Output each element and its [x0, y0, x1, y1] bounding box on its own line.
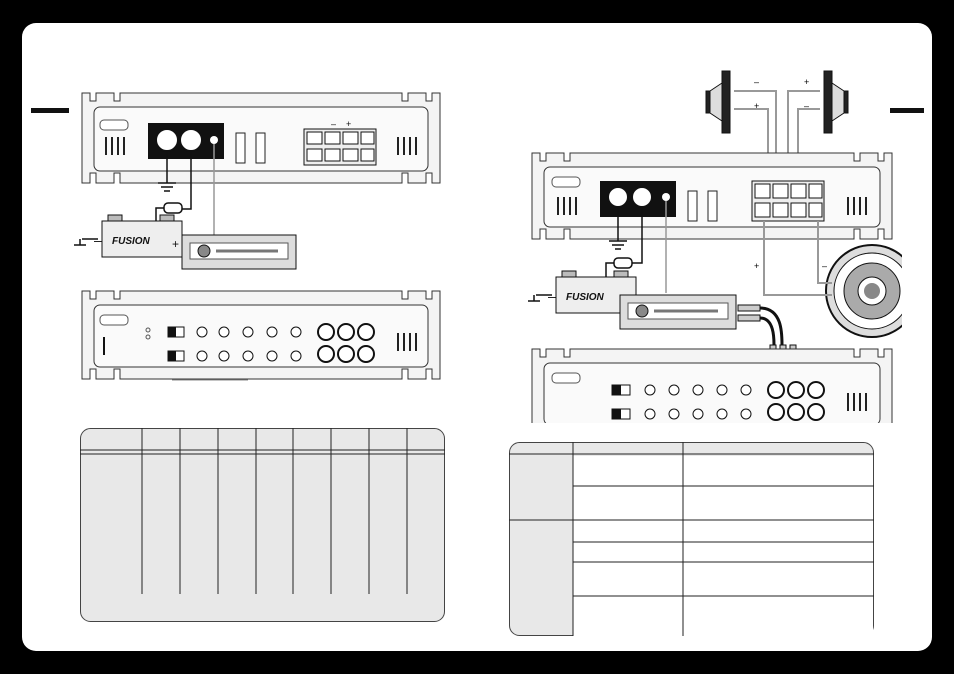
speaker-right — [823, 70, 849, 134]
manual-spread: – + FUSION – + — [22, 23, 932, 651]
positive-terminal — [179, 128, 203, 152]
right-table — [509, 442, 874, 636]
mode-switches — [145, 326, 185, 362]
head-unit-right — [619, 294, 737, 330]
amp-badge — [99, 119, 129, 131]
left-wiring-diagram: – + FUSION – + — [74, 92, 441, 381]
battery-ground — [74, 238, 98, 246]
right-wiring-diagram: – + + – — [528, 70, 902, 423]
ground-symbol — [158, 151, 176, 192]
fuse-2 — [255, 132, 266, 164]
svg-text:+: + — [172, 237, 179, 251]
right-vents-2 — [397, 333, 417, 351]
fuse-1 — [235, 132, 246, 164]
speaker-terminal-block-right — [751, 180, 825, 222]
sub-wires — [763, 221, 832, 296]
subwoofer — [825, 244, 902, 338]
amplifier-front-view — [81, 290, 441, 380]
svg-text:FUSION: FUSION — [112, 236, 151, 247]
svg-text:–: – — [548, 288, 556, 304]
left-vents — [105, 137, 417, 155]
svg-text:+: + — [754, 261, 759, 271]
speaker-terminal-block — [303, 128, 377, 166]
control-knobs — [196, 326, 302, 362]
left-section-tab — [31, 108, 69, 113]
right-section-tab — [890, 108, 924, 113]
svg-text:+: + — [754, 101, 759, 111]
ground-terminal — [155, 128, 179, 152]
speaker-left — [705, 70, 731, 134]
svg-text:–: – — [754, 77, 759, 87]
svg-text:+: + — [804, 77, 809, 87]
power-wire — [155, 151, 192, 221]
left-table — [80, 428, 445, 622]
battery: FUSION – + — [94, 214, 183, 258]
svg-text:–: – — [804, 101, 809, 111]
svg-text:–: – — [822, 261, 827, 271]
remote-terminal — [210, 136, 218, 144]
head-unit — [181, 234, 297, 270]
svg-text:FUSION: FUSION — [566, 292, 605, 303]
rca-inputs — [317, 323, 375, 363]
svg-text:–: – — [94, 232, 102, 248]
spk-plus-label: + — [346, 119, 351, 129]
spk-minus-label: – — [331, 119, 336, 129]
amplifier-front-view-right — [531, 348, 893, 423]
